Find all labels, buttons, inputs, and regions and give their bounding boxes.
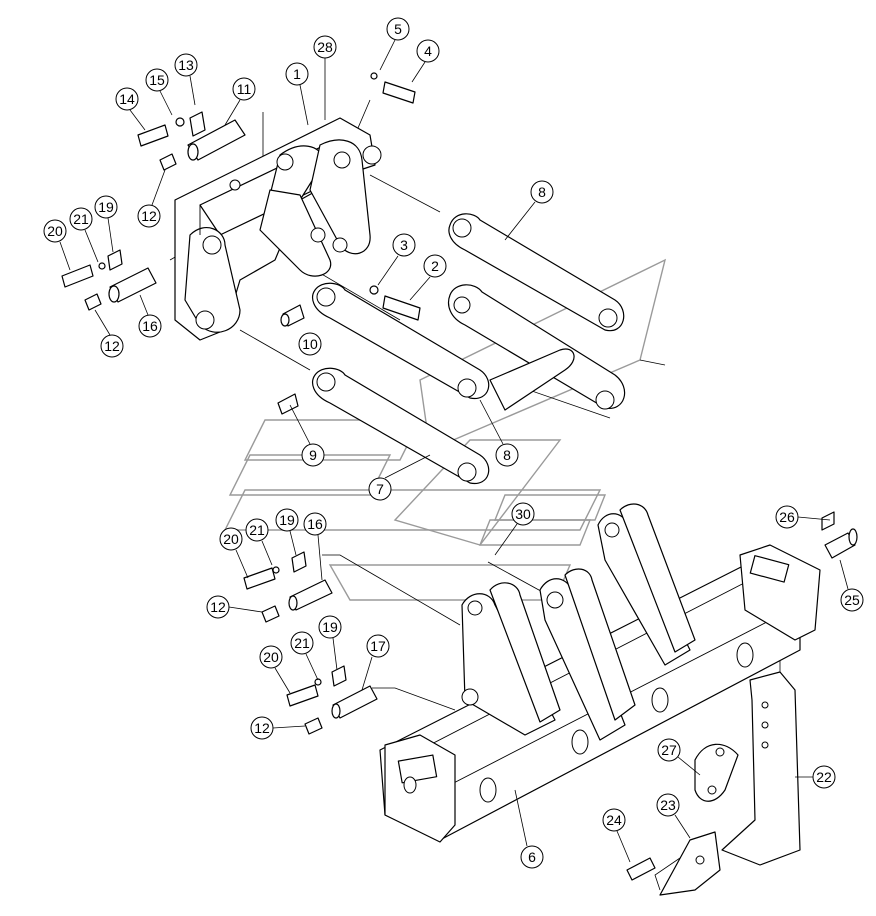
callout-20-b: 20 <box>219 527 243 551</box>
callout-4: 4 <box>416 39 440 63</box>
callout-1: 1 <box>285 62 309 86</box>
callout-label: 10 <box>302 336 318 352</box>
callout-26: 26 <box>775 505 799 529</box>
callout-28: 28 <box>313 35 337 59</box>
callout-16-a: 16 <box>138 314 162 338</box>
callout-label: 24 <box>606 812 622 828</box>
callout-label: 1 <box>293 66 301 82</box>
callout-label: 8 <box>503 447 511 463</box>
callout-15: 15 <box>145 68 169 92</box>
beam-brackets <box>461 503 696 741</box>
callout-label: 7 <box>376 481 384 497</box>
callout-21-a: 21 <box>69 207 93 231</box>
callout-21-c: 21 <box>290 631 314 655</box>
callout-12-c: 12 <box>206 595 230 619</box>
callout-7: 7 <box>368 477 392 501</box>
callout-label: 20 <box>223 531 239 547</box>
callout-leaders <box>59 39 849 863</box>
callout-20-c: 20 <box>259 645 283 669</box>
link-lower <box>312 282 626 484</box>
callout-label: 12 <box>104 338 120 354</box>
callout-10: 10 <box>298 332 322 356</box>
callout-label: 9 <box>309 447 317 463</box>
callout-3: 3 <box>392 233 416 257</box>
callout-label: 8 <box>538 184 546 200</box>
callout-label: 6 <box>528 849 536 865</box>
link-upper <box>448 213 625 332</box>
callout-label: 12 <box>210 599 226 615</box>
callout-2: 2 <box>423 254 447 278</box>
callout-label: 14 <box>119 91 135 107</box>
callout-19-b: 19 <box>275 508 299 532</box>
callout-label: 17 <box>370 638 386 654</box>
callout-label: 19 <box>98 199 114 215</box>
callout-label: 30 <box>515 506 531 522</box>
callout-20-a: 20 <box>43 219 67 243</box>
callout-22: 22 <box>812 765 836 789</box>
callout-27: 27 <box>657 738 681 762</box>
mounting-bracket <box>174 117 382 341</box>
callout-label: 15 <box>149 72 165 88</box>
callout-label: 12 <box>254 720 270 736</box>
callout-6: 6 <box>520 845 544 869</box>
callout-9: 9 <box>301 443 325 467</box>
callout-label: 4 <box>424 43 432 59</box>
callout-label: 19 <box>322 619 338 635</box>
callout-label: 12 <box>141 208 157 224</box>
callout-11: 11 <box>232 77 256 101</box>
callout-12-b: 12 <box>100 334 124 358</box>
callout-label: 13 <box>178 57 194 73</box>
callout-label: 21 <box>249 522 265 538</box>
callout-5: 5 <box>386 17 410 41</box>
callout-24: 24 <box>602 808 626 832</box>
callout-23: 23 <box>656 793 680 817</box>
callout-19-c: 19 <box>318 615 342 639</box>
callout-label: 5 <box>394 21 402 37</box>
callout-8-a: 8 <box>530 180 554 204</box>
callout-30: 30 <box>511 502 535 526</box>
callout-19-a: 19 <box>94 195 118 219</box>
callout-13: 13 <box>174 53 198 77</box>
callout-label: 16 <box>142 318 158 334</box>
callout-12-a: 12 <box>137 204 161 228</box>
callout-label: 3 <box>400 237 408 253</box>
callout-8-b: 8 <box>495 443 519 467</box>
callout-17: 17 <box>366 634 390 658</box>
callout-label: 27 <box>661 742 677 758</box>
callout-21-b: 21 <box>245 518 269 542</box>
bolts <box>61 72 835 881</box>
callout-label: 23 <box>660 797 676 813</box>
callout-label: 20 <box>263 649 279 665</box>
shank-and-tooth <box>659 671 801 896</box>
callout-label: 28 <box>317 39 333 55</box>
callout-label: 25 <box>844 592 860 608</box>
pins <box>108 119 858 719</box>
callout-label: 11 <box>237 81 252 97</box>
callout-14: 14 <box>115 87 139 111</box>
callout-label: 21 <box>73 211 89 227</box>
callout-12-d: 12 <box>250 716 274 740</box>
callout-label: 21 <box>294 635 310 651</box>
callout-label: 16 <box>307 516 323 532</box>
callout-25: 25 <box>840 588 864 612</box>
callout-16-b: 16 <box>303 512 327 536</box>
callout-label: 19 <box>279 512 295 528</box>
callout-label: 2 <box>431 258 439 274</box>
callout-label: 26 <box>779 509 795 525</box>
callout-label: 22 <box>816 769 832 785</box>
callout-label: 20 <box>47 223 63 239</box>
